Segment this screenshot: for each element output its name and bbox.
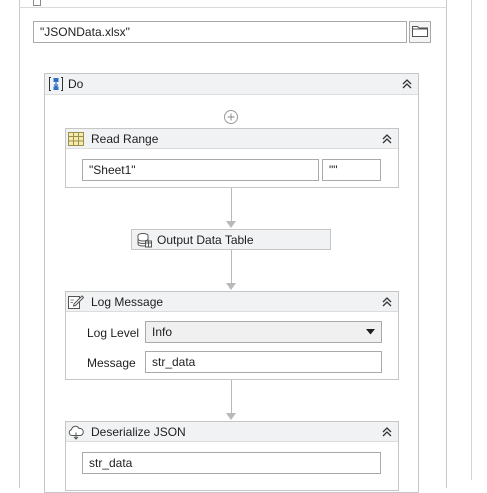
deserialize-json-title: Deserialize JSON bbox=[91, 424, 186, 439]
log-message-activity[interactable]: Log Message Log Level Info Message str_d… bbox=[65, 291, 399, 380]
flow-arrow-icon bbox=[226, 283, 236, 290]
workbook-path-input[interactable]: "JSONData.xlsx" bbox=[33, 21, 407, 43]
read-range-activity[interactable]: Read Range "Sheet1" "" bbox=[65, 128, 399, 188]
collapse-chevron-icon[interactable] bbox=[380, 425, 394, 439]
folder-icon bbox=[412, 25, 428, 40]
log-message-title: Log Message bbox=[91, 294, 164, 309]
sheet-name-input[interactable]: "Sheet1" bbox=[82, 159, 319, 181]
collapse-chevron-icon[interactable] bbox=[400, 77, 414, 91]
parent-activity-header-edge bbox=[19, 0, 447, 11]
read-range-header[interactable]: Read Range bbox=[66, 129, 398, 149]
output-data-table-title: Output Data Table bbox=[157, 232, 254, 247]
json-cloud-icon bbox=[68, 424, 84, 440]
add-activity-icon[interactable] bbox=[223, 109, 239, 125]
deserialize-json-activity[interactable]: Deserialize JSON str_data bbox=[65, 421, 399, 491]
parent-activity-frame bbox=[19, 0, 447, 488]
log-pencil-icon bbox=[68, 294, 84, 310]
log-level-label: Log Level bbox=[87, 326, 140, 340]
flow-arrow-icon bbox=[226, 221, 236, 228]
log-level-value: Info bbox=[152, 325, 173, 339]
log-message-header[interactable]: Log Message bbox=[66, 292, 398, 312]
do-sequence-header[interactable]: Do bbox=[45, 74, 418, 95]
spreadsheet-icon bbox=[68, 131, 84, 146]
message-input[interactable]: str_data bbox=[145, 351, 382, 373]
do-sequence-title: Do bbox=[68, 77, 84, 91]
json-string-input[interactable]: str_data bbox=[82, 452, 381, 474]
flow-connector bbox=[231, 380, 232, 413]
read-range-title: Read Range bbox=[91, 131, 159, 146]
collapse-chevron-icon[interactable] bbox=[380, 132, 394, 146]
flow-arrow-icon bbox=[226, 413, 236, 420]
deserialize-json-header[interactable]: Deserialize JSON bbox=[66, 422, 398, 442]
data-table-icon bbox=[136, 232, 152, 248]
message-label: Message bbox=[87, 356, 136, 370]
dropdown-arrow-icon bbox=[366, 329, 375, 335]
range-input[interactable]: "" bbox=[322, 159, 381, 181]
designer-gutter-divider bbox=[471, 0, 472, 480]
output-data-table-activity[interactable]: Output Data Table bbox=[131, 229, 331, 250]
flow-connector bbox=[231, 250, 232, 283]
sequence-icon bbox=[48, 76, 64, 92]
flow-connector bbox=[231, 188, 232, 222]
log-level-select[interactable]: Info bbox=[145, 321, 382, 343]
browse-folder-button[interactable] bbox=[409, 21, 431, 43]
collapse-chevron-icon[interactable] bbox=[380, 295, 394, 309]
